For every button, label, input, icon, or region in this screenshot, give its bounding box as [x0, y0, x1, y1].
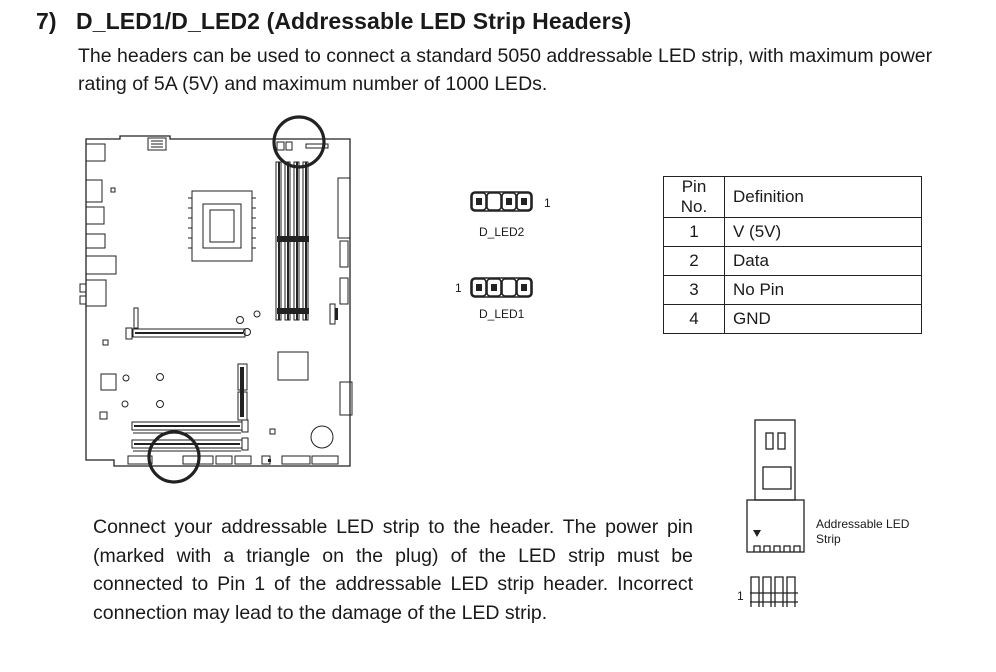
d-led1-header: 1 D_LED1 [455, 277, 533, 321]
motherboard-layout-diagram [79, 115, 353, 484]
pin-definition-table: Pin No. Definition 1 V (5V) 2 Data 3 No … [663, 176, 922, 334]
d-led2-header: 1 D_LED2 [470, 191, 551, 239]
table-row: 3 No Pin [663, 275, 922, 305]
connection-note: Connect your addressable LED strip to th… [93, 516, 693, 624]
pin1-triangle-icon [753, 530, 761, 537]
section-intro: The headers can be used to connect a sta… [78, 45, 933, 95]
pin-definition-cell: No Pin [724, 275, 922, 305]
column-header-pin-no: Pin No. [663, 176, 725, 218]
pin-number-cell: 3 [663, 275, 725, 305]
section-title: D_LED1/D_LED2 (Addressable LED Strip Hea… [76, 8, 632, 34]
section-number: 7) [36, 8, 57, 34]
d-led2-pin1-marker: 1 [544, 196, 551, 210]
pin-number-cell: 1 [663, 217, 725, 247]
plug-pin1-marker: 1 [737, 589, 744, 603]
pin-number-cell: 4 [663, 304, 725, 334]
led-strip-plug [746, 499, 805, 553]
pin-definition-cell: Data [724, 246, 922, 276]
section-heading: 7) D_LED1/D_LED2 (Addressable LED Strip H… [36, 8, 631, 35]
led-header-pinout-diagram: 1 D_LED2 1 D_LED1 [455, 191, 551, 321]
d-led1-location-circle [147, 430, 201, 484]
d-led1-label: D_LED1 [479, 307, 525, 321]
plug-label: Addressable LED Strip [816, 517, 910, 546]
led-strip-plug-diagram: 1 [737, 419, 805, 607]
table-header-row: Pin No. Definition [663, 176, 922, 218]
pin-number-cell: 2 [663, 246, 725, 276]
d-led2-label: D_LED2 [479, 225, 525, 239]
table-row: 1 V (5V) [663, 217, 922, 247]
d-led2-location-circle [272, 115, 326, 169]
header-pins [750, 576, 796, 607]
d-led1-pin1-marker: 1 [455, 281, 462, 295]
table-row: 2 Data [663, 246, 922, 276]
column-header-definition: Definition [724, 176, 922, 218]
pin-definition-cell: GND [724, 304, 922, 334]
table-row: 4 GND [663, 304, 922, 334]
pin-definition-cell: V (5V) [724, 217, 922, 247]
led-strip-cable-end [754, 419, 796, 501]
